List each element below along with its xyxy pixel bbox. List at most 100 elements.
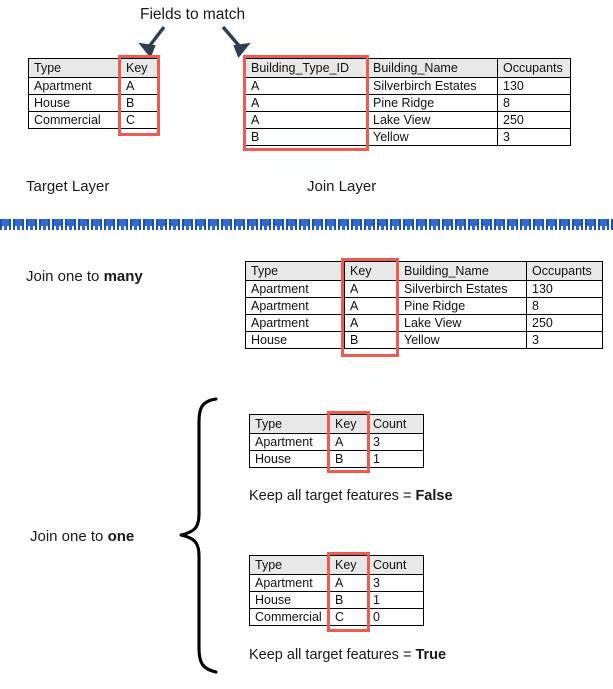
table-row: Apartment A Lake View 250 [245,314,603,332]
column-header-key: Key [344,261,399,281]
grouping-brace-icon [179,397,218,674]
join-one-to-many-prefix: Join one to [26,268,104,285]
cell-type: House [249,450,330,468]
cell-key: A [344,297,399,315]
table-row: B Yellow 3 [245,128,571,146]
cell-type: Apartment [245,297,345,315]
cell-type: Apartment [249,574,330,592]
cell-occupants: 250 [497,111,571,129]
cell-type: Commercial [28,111,121,129]
table-row: Commercial C 0 [249,608,424,626]
cell-occupants: 3 [526,331,603,349]
cell-occupants: 250 [526,314,603,332]
cell-building-name: Pine Ridge [367,94,498,112]
arrow-to-target-key-icon [138,25,166,58]
cell-type: Apartment [28,77,121,95]
table-row: Commercial C [28,111,159,129]
keep-all-false-label: Keep all target features = False [249,487,453,506]
join-one-to-many-emphasis: many [103,268,143,285]
cell-type: House [245,331,345,349]
cell-count: 3 [367,433,424,451]
arrow-to-join-key-icon [221,25,251,58]
table-row: House B 1 [249,591,424,609]
one-to-one-true-table: Type Key Count Apartment A 3 House B 1 C… [249,555,424,626]
cell-type: Commercial [249,608,330,626]
column-header-building-name: Building_Name [398,261,527,281]
column-header-building-name: Building_Name [367,58,498,78]
cell-count: 1 [367,591,424,609]
cell-count: 1 [367,450,424,468]
column-header-building-type-id: Building_Type_ID [245,58,368,78]
cell-key: C [329,608,368,626]
keep-all-true-prefix: Keep all target features = [249,647,416,663]
target-layer-table-wrap: Type Key Apartment A House B Commercial … [28,58,159,129]
one-to-one-false-table: Type Key Count Apartment A 3 House B 1 [249,414,424,468]
table-header-row: Type Key Building_Name Occupants [245,261,603,281]
cell-building-name: Yellow [398,331,527,349]
cell-building-type-id: B [245,128,368,146]
join-one-to-many-label: Join one to many [26,267,143,287]
table-row: Apartment A Pine Ridge 8 [245,297,603,315]
cell-type: Apartment [245,314,345,332]
column-header-key: Key [329,555,368,575]
cell-type: Apartment [249,433,330,451]
cell-key: C [120,111,159,129]
cell-building-type-id: A [245,94,368,112]
cell-occupants: 130 [526,280,603,298]
cell-occupants: 8 [497,94,571,112]
cell-key: B [344,331,399,349]
cell-building-name: Pine Ridge [398,297,527,315]
cell-building-name: Lake View [367,111,498,129]
join-layer-caption: Join Layer [307,178,377,195]
cell-occupants: 8 [526,297,603,315]
table-row: A Lake View 250 [245,111,571,129]
join-one-to-one-prefix: Join one to [30,528,108,545]
column-header-type: Type [249,555,330,575]
target-layer-caption: Target Layer [26,178,110,195]
column-header-key: Key [329,414,368,434]
cell-building-name: Lake View [398,314,527,332]
cell-key: A [329,433,368,451]
cell-occupants: 130 [497,77,571,95]
cell-building-name: Silverbirch Estates [398,280,527,298]
table-row: Apartment A 3 [249,433,424,451]
table-header-row: Type Key Count [249,414,424,434]
table-header-row: Type Key [28,58,159,78]
cell-key: A [120,77,159,95]
table-header-row: Building_Type_ID Building_Name Occupants [245,58,571,78]
keep-all-true-emphasis: True [415,647,447,663]
cell-building-type-id: A [245,111,368,129]
join-one-to-one-label: Join one to one [30,527,134,547]
cell-building-type-id: A [245,77,368,95]
cell-type: Apartment [245,280,345,298]
one-to-many-table-wrap: Type Key Building_Name Occupants Apartme… [245,261,603,349]
section-divider [0,219,613,230]
table-row: House B [28,94,159,112]
cell-key: A [329,574,368,592]
column-header-key: Key [120,58,159,78]
target-layer-table: Type Key Apartment A House B Commercial … [28,58,159,129]
cell-key: B [329,591,368,609]
cell-key: B [120,94,159,112]
join-layer-table: Building_Type_ID Building_Name Occupants… [245,58,571,146]
table-row: A Silverbirch Estates 130 [245,77,571,95]
one-to-one-true-table-wrap: Type Key Count Apartment A 3 House B 1 C… [249,555,424,626]
table-row: Apartment A [28,77,159,95]
keep-all-false-emphasis: False [415,488,453,504]
keep-all-true-label: Keep all target features = True [249,646,446,665]
one-to-many-result-table: Type Key Building_Name Occupants Apartme… [245,261,603,349]
cell-building-name: Silverbirch Estates [367,77,498,95]
column-header-count: Count [367,555,424,575]
table-header-row: Type Key Count [249,555,424,575]
column-header-type: Type [28,58,121,78]
join-layer-table-wrap: Building_Type_ID Building_Name Occupants… [245,58,571,146]
cell-occupants: 3 [497,128,571,146]
table-row: Apartment A 3 [249,574,424,592]
cell-type: House [249,591,330,609]
cell-count: 3 [367,574,424,592]
cell-type: House [28,94,121,112]
table-row: House B Yellow 3 [245,331,603,349]
keep-all-false-prefix: Keep all target features = [249,488,416,504]
divider-notch [0,226,613,230]
